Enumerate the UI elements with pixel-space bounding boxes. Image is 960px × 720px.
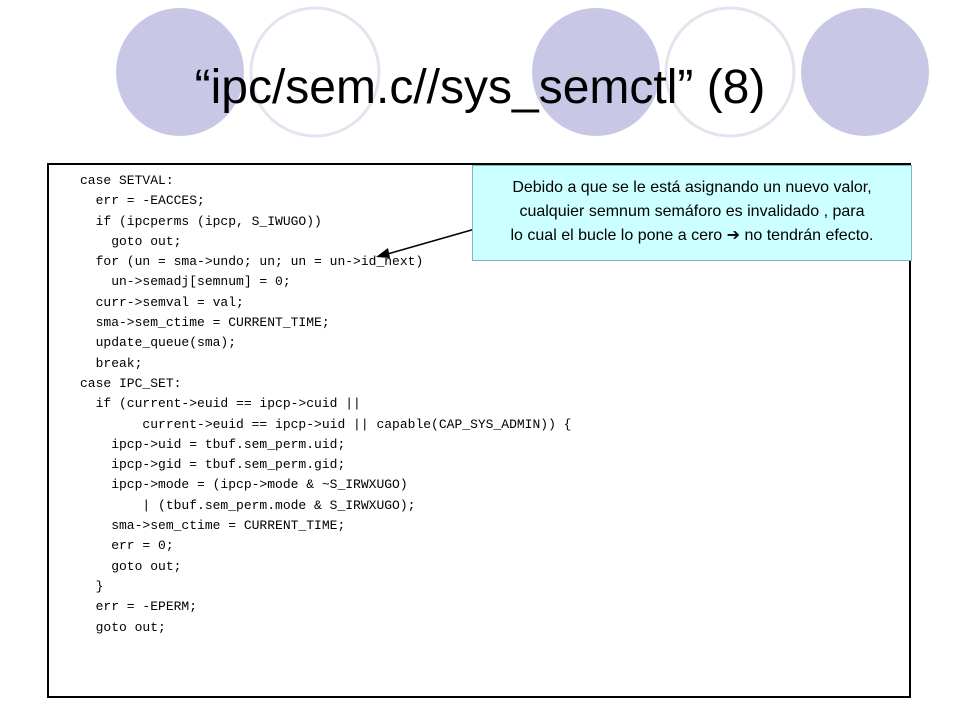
decor-circle-outline-2 [664, 6, 796, 138]
decor-circle-filled-1 [116, 8, 244, 136]
decorative-circles [116, 6, 929, 138]
callout-line: lo cual el bucle lo pone a cero ➔ no ten… [473, 224, 911, 248]
callout-text: lo cual el bucle lo pone a cero [510, 227, 727, 244]
code-line: ipcp->gid = tbuf.sem_perm.gid; [80, 457, 346, 473]
code-line: ipcp->mode = (ipcp->mode & ~S_IRWXUGO) [80, 477, 408, 493]
code-line: ipcp->uid = tbuf.sem_perm.uid; [80, 436, 346, 452]
explanation-callout: Debido a que se le está asignando un nue… [472, 165, 912, 261]
code-line: case IPC_SET: [80, 375, 182, 391]
code-line: err = 0; [80, 538, 174, 554]
code-line: goto out; [80, 558, 182, 574]
code-line: goto out; [80, 619, 166, 635]
code-line: err = -EPERM; [80, 599, 198, 615]
code-line: if (current->euid == ipcp->cuid || [80, 396, 361, 412]
code-line: if (ipcperms (ipcp, S_IWUGO)) [80, 213, 322, 229]
right-arrow-icon: ➔ [726, 227, 741, 244]
code-line: } [80, 578, 104, 594]
code-line: update_queue(sma); [80, 335, 237, 351]
decor-circle-filled-2 [532, 8, 660, 136]
code-line: err = -EACCES; [80, 193, 205, 209]
callout-line: cualquier semnum semáforo es invalidado … [519, 203, 865, 220]
slide-title: “ipc/sem.c//sys_semctl” (8) [194, 61, 766, 114]
callout-text: no tendrán efecto. [740, 227, 874, 244]
decor-circle-filled-3 [801, 8, 929, 136]
code-line: goto out; [80, 233, 182, 249]
code-line: for (un = sma->undo; un; un = un->id_nex… [80, 254, 424, 270]
code-line: current->euid == ipcp->uid || capable(CA… [80, 416, 572, 432]
code-line: sma->sem_ctime = CURRENT_TIME; [80, 315, 330, 331]
callout-line: Debido a que se le está asignando un nue… [512, 179, 872, 196]
code-line: break; [80, 355, 143, 371]
code-line: sma->sem_ctime = CURRENT_TIME; [80, 518, 346, 534]
code-line: | (tbuf.sem_perm.mode & S_IRWXUGO); [80, 497, 416, 513]
callout-pointer-arrow [376, 228, 476, 258]
code-line: case SETVAL: [80, 173, 174, 188]
code-line: un->semadj[semnum] = 0; [80, 274, 291, 290]
decor-circle-outline-1 [249, 6, 381, 138]
code-line: curr->semval = val; [80, 294, 244, 310]
